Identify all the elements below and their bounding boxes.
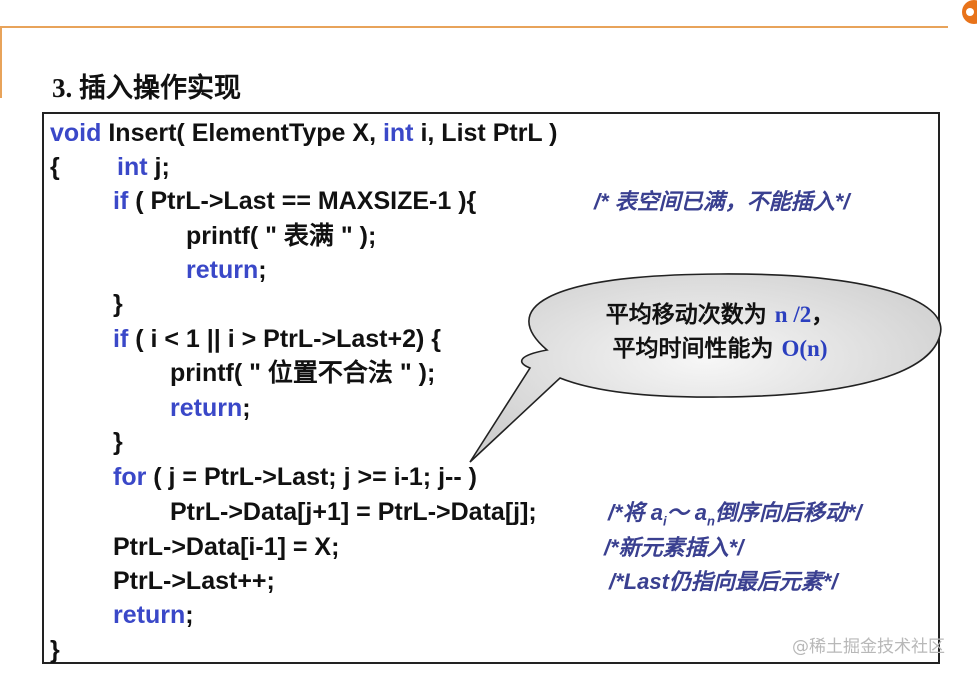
watermark: @稀土掘金技术社区: [792, 637, 945, 657]
top-accent-rule: [0, 26, 948, 28]
corner-logo-icon: [962, 0, 977, 24]
subscript-n: n: [707, 513, 715, 529]
callout-text-part: 平均时间性能为: [612, 336, 782, 362]
code-line-16: }: [50, 636, 60, 664]
callout-text-part: 平均移动次数为: [605, 302, 775, 328]
code-line-13: PtrL->Data[i-1] = X;: [113, 533, 340, 561]
callout-highlight: O(n): [781, 336, 828, 361]
keyword-int: int: [382, 119, 414, 147]
callout-text-part: ，: [811, 302, 835, 328]
code-line-6: }: [113, 290, 123, 318]
code-line-8: printf( " 位置不合法 " );: [170, 359, 436, 387]
code-line-9: return;: [170, 393, 251, 423]
slide-title: 3. 插入操作实现: [52, 73, 241, 103]
code-line-2: int j;: [117, 152, 170, 182]
code-text: ;: [258, 256, 267, 284]
keyword-if: if: [113, 325, 129, 353]
code-line-14: PtrL->Last++;: [113, 567, 275, 595]
callout-text: 平均移动次数为 n /2， 平均时间性能为 O(n): [560, 298, 880, 366]
callout-line-1: 平均移动次数为 n /2，: [560, 298, 880, 332]
code-text: ;: [185, 601, 194, 629]
callout-line-2: 平均时间性能为 O(n): [560, 332, 880, 366]
code-line-7: if ( i < 1 || i > PtrL->Last+2) {: [113, 324, 441, 354]
code-text: j;: [147, 153, 170, 181]
code-line-2-brace: {: [50, 153, 60, 181]
code-text: Insert( ElementType X,: [101, 119, 383, 147]
code-line-12: PtrL->Data[j+1] = PtrL->Data[j];: [170, 498, 537, 526]
code-text: i, List PtrL ): [413, 119, 558, 147]
comment-shift-elements: /*将 ai～ an倒序向后移动*/: [608, 498, 862, 536]
keyword-void: void: [50, 119, 102, 147]
code-line-11: for ( j = PtrL->Last; j >= i-1; j-- ): [113, 462, 477, 492]
code-text: ( i < 1 || i > PtrL->Last+2) {: [128, 325, 441, 353]
comment-text: 倒序向后移动*/: [714, 500, 862, 525]
keyword-for: for: [113, 463, 147, 491]
comment-table-full: /* 表空间已满，不能插入*/: [594, 189, 850, 214]
code-text: ;: [242, 394, 251, 422]
code-line-15: return;: [113, 600, 194, 630]
code-text: ( PtrL->Last == MAXSIZE-1 ){: [128, 187, 477, 215]
keyword-int: int: [117, 153, 148, 181]
keyword-return: return: [113, 601, 186, 629]
code-line-4: printf( " 表满 " );: [186, 222, 377, 250]
code-text: ( j = PtrL->Last; j >= i-1; j-- ): [146, 463, 477, 491]
comment-text: ～ a: [666, 500, 708, 525]
code-line-1: void Insert( ElementType X, int i, List …: [50, 118, 558, 148]
subscript-i: i: [663, 513, 667, 529]
callout-highlight: n /2: [774, 302, 812, 327]
keyword-return: return: [186, 256, 259, 284]
code-line-10: }: [113, 428, 123, 456]
keyword-return: return: [170, 394, 243, 422]
keyword-if: if: [113, 187, 129, 215]
comment-text: /*将 a: [608, 500, 664, 525]
comment-insert-element: /*新元素插入*/: [604, 535, 744, 560]
left-accent-rule: [0, 28, 2, 98]
code-line-3: if ( PtrL->Last == MAXSIZE-1 ){: [113, 186, 476, 216]
comment-last-points: /*Last仍指向最后元素*/: [609, 569, 838, 594]
code-line-5: return;: [186, 255, 267, 285]
